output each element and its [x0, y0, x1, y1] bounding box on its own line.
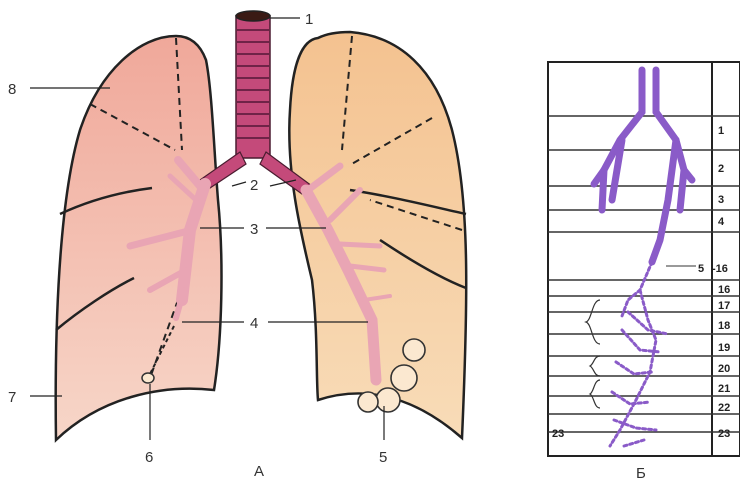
panel-b: 1 2 3 4 5 -16 16 17 18 19 20 21 22 23 23… — [548, 62, 740, 482]
row-label-17: 17 — [718, 300, 730, 312]
label-a-8: 8 — [8, 81, 16, 98]
lobule — [142, 373, 154, 383]
caption-a: А — [254, 463, 264, 480]
label-a-4: 4 — [250, 315, 258, 332]
row-label-4: 4 — [718, 216, 725, 228]
row-label-21: 21 — [718, 383, 730, 395]
row-label-3: 3 — [718, 194, 724, 206]
left-label-23: 23 — [552, 428, 564, 440]
panel-a: 1 2 3 4 5 6 7 8 А — [8, 11, 466, 480]
trachea — [236, 16, 270, 158]
larynx-opening — [236, 11, 270, 21]
row-label-16: 16 — [718, 284, 730, 296]
row-label-23: 23 — [718, 428, 730, 440]
label-a-7: 7 — [8, 389, 16, 406]
label-a-5: 5 — [379, 449, 387, 466]
row-label-20: 20 — [718, 363, 730, 375]
right-lung — [56, 36, 222, 440]
label-a-3: 3 — [250, 221, 258, 238]
row-label-1: 1 — [718, 125, 724, 137]
row-label-5: 5 — [698, 263, 704, 275]
label-a-6: 6 — [145, 449, 153, 466]
label-a-2: 2 — [250, 177, 258, 194]
label-a-1: 1 — [305, 11, 313, 28]
caption-b: Б — [636, 465, 646, 482]
row-label-22: 22 — [718, 402, 730, 414]
row-label-5-16: -16 — [712, 263, 728, 275]
row-label-19: 19 — [718, 342, 730, 354]
row-label-2: 2 — [718, 163, 724, 175]
row-label-18: 18 — [718, 320, 730, 332]
